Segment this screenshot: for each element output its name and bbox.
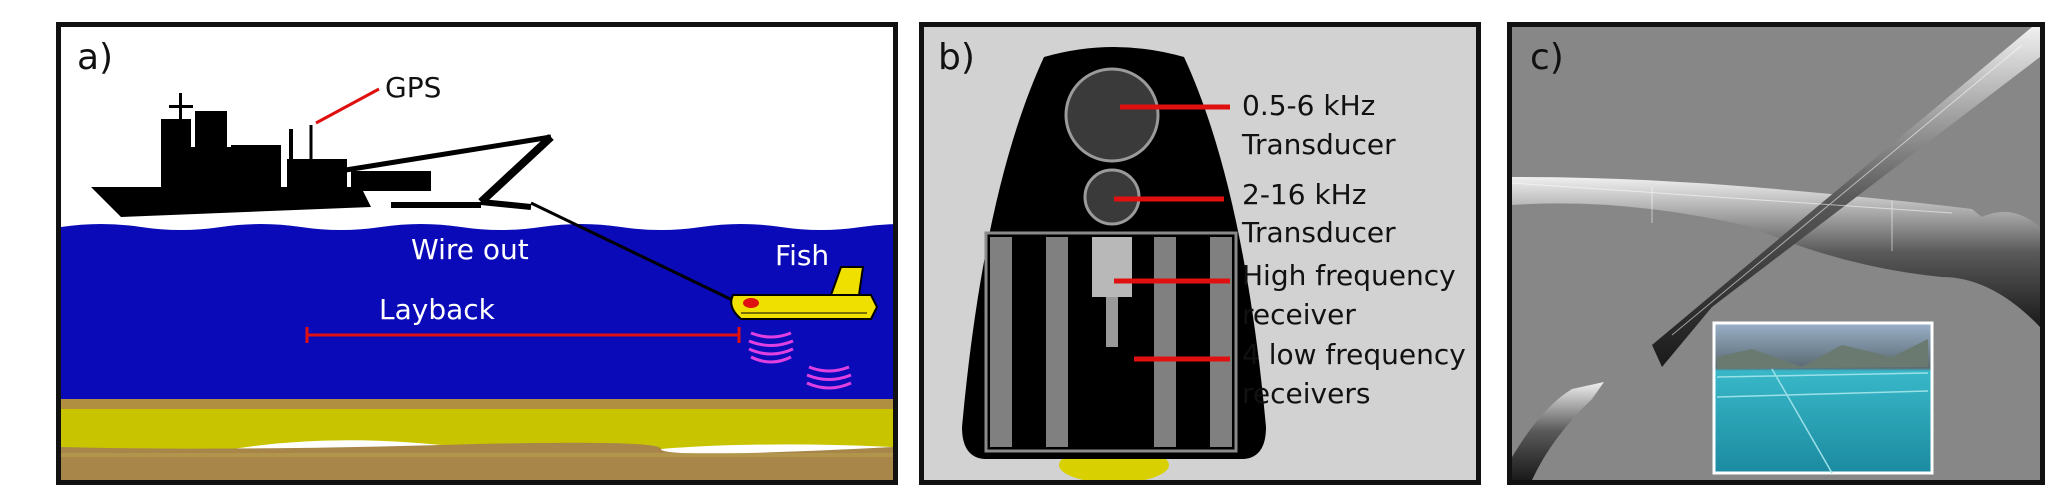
low-freq-receiver-2 — [1046, 237, 1068, 447]
sonar-pulses — [748, 331, 852, 390]
callout-2-line2: Transducer — [1241, 216, 1396, 249]
inset-3d-view — [1712, 321, 1934, 475]
seismic-profile-fragment — [1512, 382, 1604, 480]
layback-measure — [305, 327, 741, 343]
callout-1-line2: Transducer — [1241, 128, 1396, 161]
panel-a-diagram: GPS Wire out Fish Layback a) — [61, 37, 893, 480]
callout-3-line1: High frequency — [1242, 259, 1456, 292]
panel-b-diagram: 0.5-6 kHz Transducer 2-16 kHz Transducer… — [938, 37, 1466, 480]
profile-texture — [1512, 44, 2023, 336]
wire-out-label: Wire out — [411, 233, 529, 266]
gps-label: GPS — [385, 71, 441, 104]
panel-c-render: c) — [1512, 27, 2040, 480]
panel-a-towed-system: GPS Wire out Fish Layback a) — [56, 22, 898, 485]
callout-4-line2: receivers — [1242, 377, 1370, 410]
seabed-surface — [61, 399, 893, 409]
high-freq-receiver — [1092, 237, 1132, 297]
layback-label: Layback — [379, 293, 496, 326]
callout-3-line2: receiver — [1242, 298, 1356, 331]
callout-1-line1: 0.5-6 kHz — [1242, 89, 1375, 122]
sediment-layer — [61, 409, 893, 460]
panel-a-label: a) — [77, 37, 113, 78]
high-freq-receiver-stem — [1106, 297, 1118, 347]
transducer-large — [1064, 67, 1160, 163]
ship-silhouette — [91, 93, 431, 217]
panel-c-3d-profiles: c) — [1507, 22, 2045, 485]
callout-4-line1: 4 low frequency — [1242, 338, 1466, 371]
callout-lines — [1114, 104, 1230, 362]
callout-labels: 0.5-6 kHz Transducer 2-16 kHz Transducer… — [1241, 89, 1466, 410]
low-freq-receiver-1 — [990, 237, 1012, 447]
callout-2-line1: 2-16 kHz — [1242, 178, 1366, 211]
gps-callout-line — [315, 87, 380, 125]
towfish — [730, 266, 879, 320]
seismic-profile-long — [1512, 177, 2040, 327]
seabed-layer — [61, 442, 893, 480]
low-freq-receiver-4 — [1210, 237, 1232, 447]
tow-cable — [530, 201, 752, 311]
panel-c-label: c) — [1530, 37, 1564, 78]
seismic-profile-crossing — [1652, 27, 2040, 367]
crane-arm — [326, 134, 554, 210]
fish-label: Fish — [775, 239, 829, 272]
panel-b-sensor-layout: 0.5-6 kHz Transducer 2-16 kHz Transducer… — [919, 22, 1481, 485]
panel-b-label: b) — [938, 37, 975, 78]
low-freq-receiver-3 — [1154, 237, 1176, 447]
sea-water — [61, 224, 893, 399]
